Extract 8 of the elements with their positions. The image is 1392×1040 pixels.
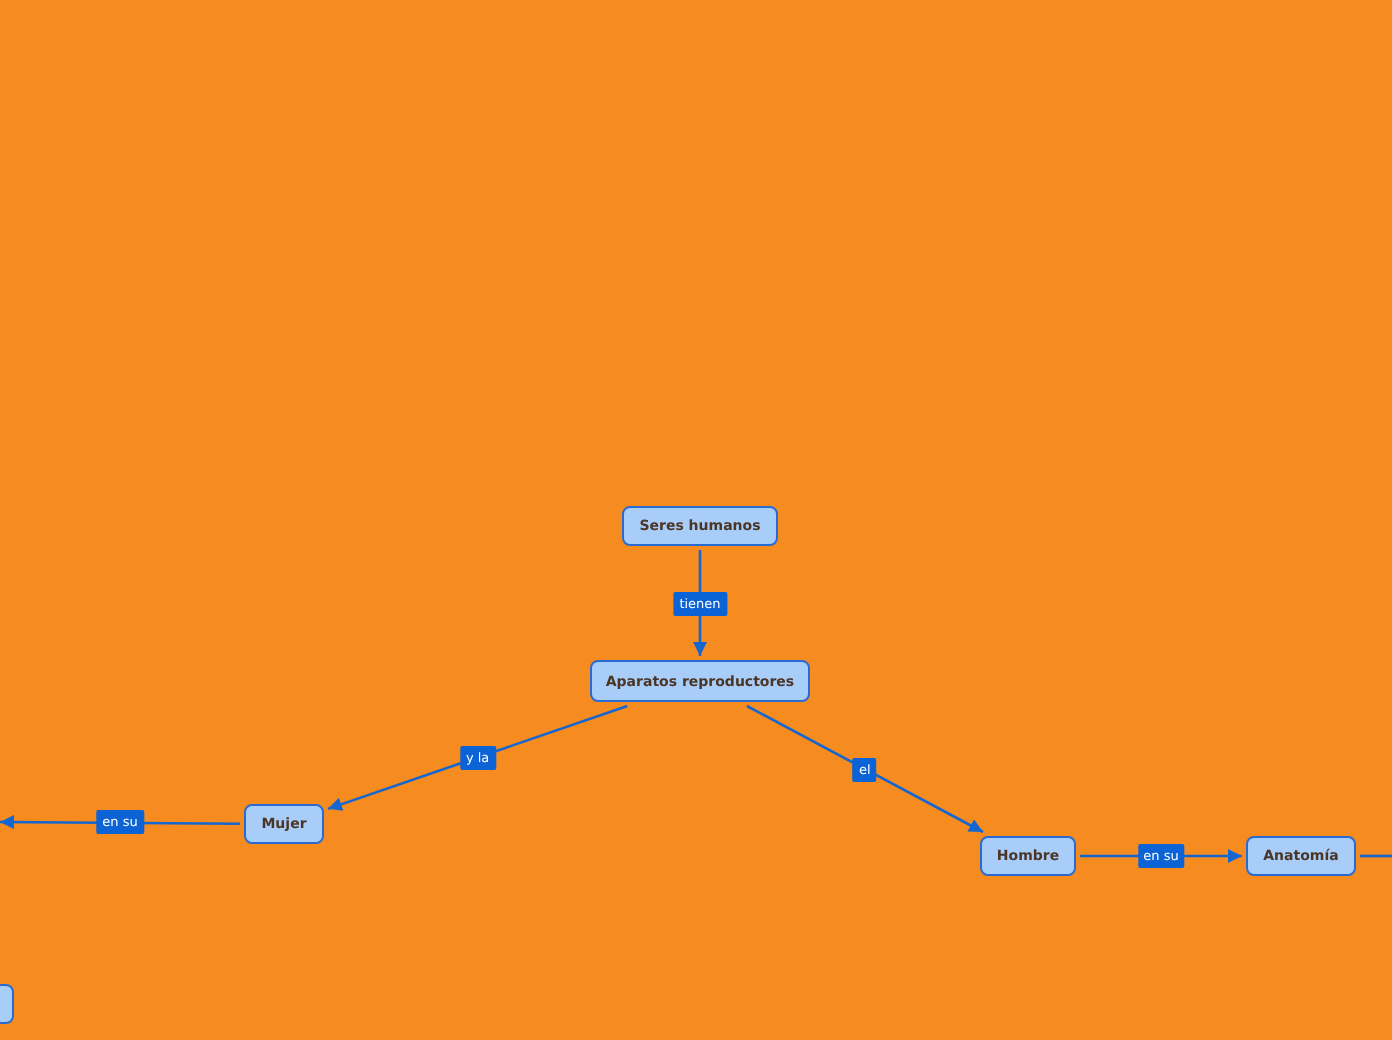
concept-box — [1246, 836, 1356, 876]
concept-box — [590, 660, 810, 702]
concept-box — [980, 836, 1076, 876]
connector-arrow — [327, 704, 628, 811]
connector-arrow — [746, 704, 984, 834]
connector-arrow — [0, 815, 240, 830]
concept-box — [622, 506, 778, 546]
concept-box — [244, 804, 324, 844]
